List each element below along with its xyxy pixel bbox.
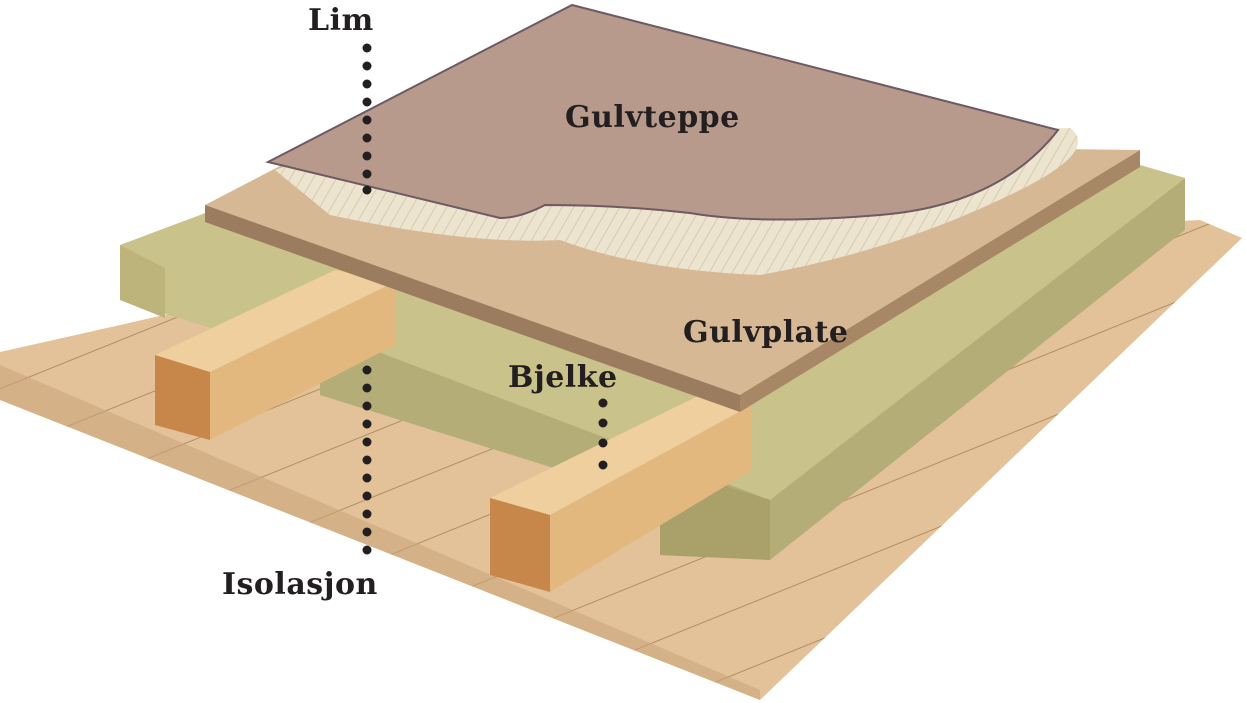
label-lim: Lim xyxy=(308,3,374,38)
leader-line-isolasjon xyxy=(362,365,372,555)
label-isolasjon: Isolasjon xyxy=(222,567,378,602)
leader-line-lim xyxy=(362,43,372,195)
label-gulvplate: Gulvplate xyxy=(683,315,849,350)
label-gulvteppe: Gulvteppe xyxy=(565,100,740,135)
leader-line-bjelke xyxy=(598,398,608,470)
carpet xyxy=(265,3,1060,221)
joist-right xyxy=(490,395,752,592)
label-bjelke: Bjelke xyxy=(508,360,618,395)
joist-left xyxy=(155,270,395,440)
